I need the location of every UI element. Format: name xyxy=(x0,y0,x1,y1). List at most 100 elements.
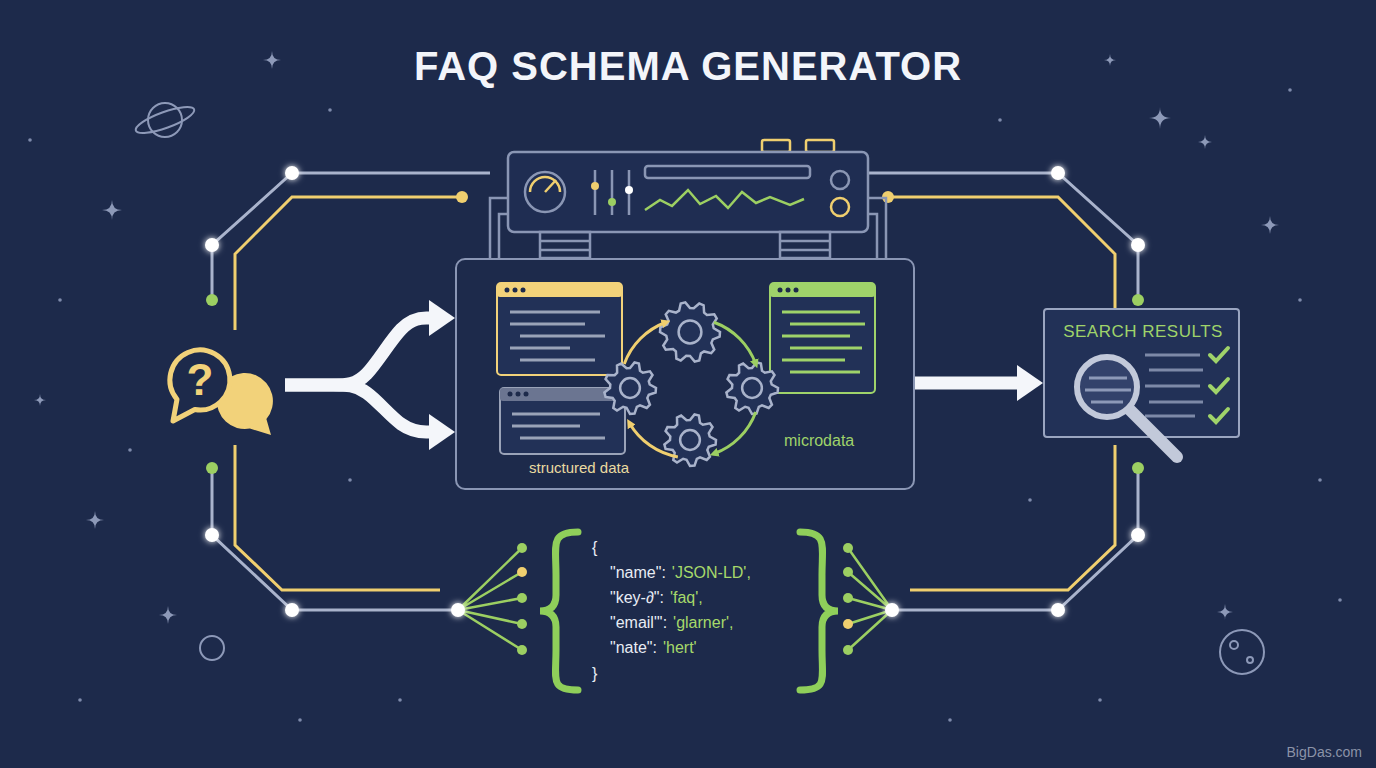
code-line: { xyxy=(592,538,597,557)
star-dot xyxy=(1288,88,1292,92)
gear-icon xyxy=(604,362,656,414)
connector-fan xyxy=(843,567,853,577)
star-dot xyxy=(1028,498,1032,502)
control-device xyxy=(540,232,590,258)
rotation-arrow xyxy=(624,322,666,364)
circuit-lines xyxy=(235,445,440,590)
json-key: "nate": xyxy=(610,638,657,657)
gear-icon xyxy=(680,430,700,450)
star-dot xyxy=(998,118,1002,122)
gear-icon xyxy=(660,302,720,361)
connector-fan xyxy=(451,603,465,617)
circuit-lines xyxy=(206,294,218,306)
panel-label: microdata xyxy=(784,431,854,450)
code-window xyxy=(513,288,518,293)
search-results-panel: SEARCH RESULTS xyxy=(1043,308,1240,438)
star-dot xyxy=(58,298,62,302)
circuit-lines xyxy=(206,462,218,474)
code-window xyxy=(510,312,605,360)
planet-icon xyxy=(133,102,1264,674)
circuit-lines xyxy=(235,197,462,330)
code-window xyxy=(770,283,875,393)
connector-fan xyxy=(517,567,527,577)
magnifier-glass xyxy=(1085,378,1131,402)
control-device xyxy=(831,198,849,216)
curly-bracket xyxy=(540,532,838,690)
code-window xyxy=(782,312,865,372)
control-device xyxy=(762,140,790,152)
star-sparkle xyxy=(1104,54,1116,66)
connector-fan xyxy=(843,645,853,655)
connector-fan xyxy=(517,619,527,629)
gear-icon xyxy=(664,414,716,466)
magnifier-handle xyxy=(1129,409,1177,457)
control-device xyxy=(490,198,886,258)
star-dot xyxy=(78,698,82,702)
star-dot xyxy=(1098,698,1102,702)
connector-fan xyxy=(517,645,527,655)
check-mark xyxy=(1210,379,1228,392)
code-line: "email"':'glarner', xyxy=(610,613,733,632)
flow-arrow xyxy=(285,385,431,432)
star-sparkle xyxy=(263,51,281,69)
circuit-lines xyxy=(205,238,219,252)
json-key: { xyxy=(592,538,597,557)
connector-fan xyxy=(517,593,527,603)
question-mark: ? xyxy=(187,354,214,407)
magnifier-glass xyxy=(1077,357,1137,417)
star-dot xyxy=(328,108,332,112)
curly-bracket xyxy=(800,532,838,690)
star-sparkle xyxy=(1149,107,1171,129)
star-sparkle xyxy=(1217,604,1233,620)
generator-panel: structured data microdata xyxy=(455,258,915,490)
gear-icon xyxy=(726,362,778,414)
code-line: "nate":'hert' xyxy=(610,638,697,657)
panel-label: structured data xyxy=(529,459,629,477)
curly-bracket xyxy=(540,532,578,690)
speech-bubble xyxy=(170,350,230,421)
code-window xyxy=(778,288,783,293)
control-device xyxy=(545,180,556,192)
control-device xyxy=(806,140,834,152)
circuit-lines xyxy=(285,166,299,180)
connector-fan xyxy=(458,548,522,650)
circuit-lines xyxy=(285,603,299,617)
star-dot xyxy=(398,698,402,702)
star-dot xyxy=(298,718,302,722)
question-bubble xyxy=(165,335,285,445)
circuit-lines xyxy=(456,191,468,203)
star-dot xyxy=(948,718,952,722)
star-dot xyxy=(1318,478,1322,482)
json-value: 'faq', xyxy=(670,588,703,607)
arrow-head xyxy=(429,414,455,450)
json-key: "name": xyxy=(610,563,666,582)
connector-fan xyxy=(451,543,899,655)
code-line: "key-∂": 'faq', xyxy=(610,588,703,607)
planet-icon xyxy=(133,102,197,138)
control-device xyxy=(780,241,830,250)
control-device xyxy=(780,232,830,258)
rotation-arrow xyxy=(714,412,756,454)
arrow-head xyxy=(429,300,455,336)
json-key: "key-∂": xyxy=(610,588,664,607)
flow-arrow xyxy=(915,377,1019,390)
code-window xyxy=(505,288,510,293)
connector-fan xyxy=(843,593,853,603)
connector-fan xyxy=(843,619,853,629)
code-window xyxy=(794,288,799,293)
control-device xyxy=(645,190,804,210)
star-dot xyxy=(348,478,352,482)
connector-fan xyxy=(517,543,853,655)
watermark: BigDas.com xyxy=(1287,744,1362,760)
panel-heading: SEARCH RESULTS xyxy=(1063,322,1223,342)
check-mark xyxy=(1210,409,1228,422)
connector-fan xyxy=(848,548,892,650)
gear-icon xyxy=(620,378,640,398)
code-line: } xyxy=(592,664,597,683)
code-window xyxy=(521,288,526,293)
control-device xyxy=(540,241,590,250)
control-device xyxy=(608,198,616,206)
planet-icon xyxy=(200,636,224,660)
json-key: "email"': xyxy=(610,613,667,632)
